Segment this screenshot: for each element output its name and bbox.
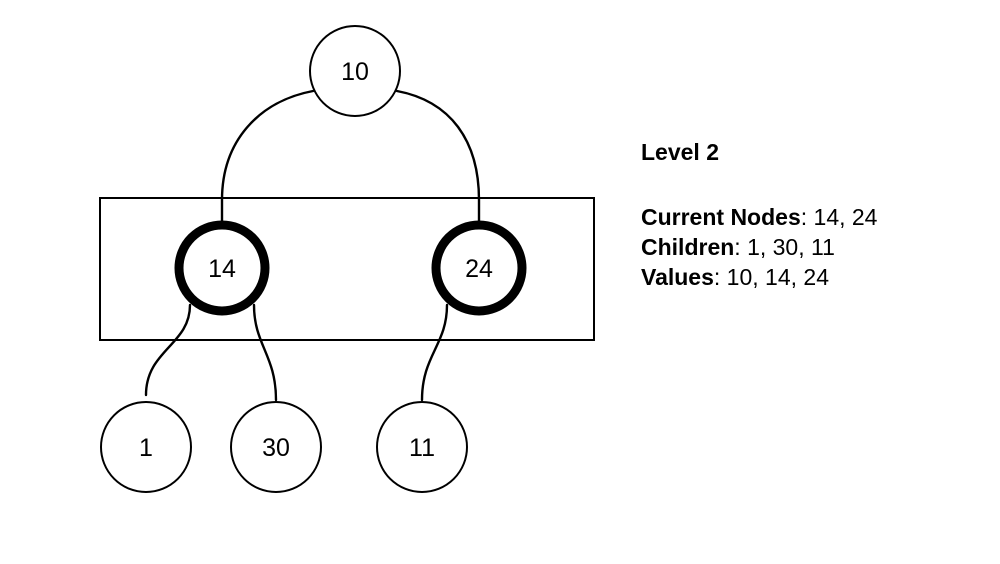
node-label: 11	[409, 434, 435, 462]
panel-heading: Level 2	[641, 139, 719, 165]
tree-node-24[interactable]: 24	[431, 220, 527, 316]
node-label: 24	[465, 255, 493, 283]
tree-edge-n14-to-n1	[144, 303, 192, 397]
panel-row-value: 14, 24	[813, 204, 878, 230]
level-highlight-box	[99, 197, 595, 341]
tree-node-30[interactable]: 30	[230, 401, 322, 493]
node-circle	[100, 401, 192, 493]
node-circle	[309, 25, 401, 117]
node-label: 10	[341, 58, 369, 86]
node-circle	[376, 401, 468, 493]
tree-edge-root-to-n24	[395, 89, 481, 224]
panel-row-separator: :	[800, 204, 814, 230]
tree-nodes-group: 10 14 24 1 30 11	[100, 25, 527, 493]
panel-row-label: Children	[641, 234, 735, 260]
tree-node-10[interactable]: 10	[309, 25, 401, 117]
tree-edge-root-to-n14	[220, 89, 315, 224]
node-label: 1	[139, 434, 153, 462]
node-label: 14	[208, 255, 236, 283]
node-circle-highlighted	[174, 220, 270, 316]
panel-row-separator: :	[713, 264, 727, 290]
panel-row-value: 10, 14, 24	[726, 264, 829, 290]
panel-row: Current Nodes: 14, 24	[641, 202, 991, 232]
level-highlight-box-group	[99, 197, 595, 341]
tree-node-11[interactable]: 11	[376, 401, 468, 493]
tree-edges-group	[144, 89, 481, 402]
panel-row-value: 1, 30, 11	[747, 234, 835, 260]
tree-node-1[interactable]: 1	[100, 401, 192, 493]
node-label: 30	[262, 434, 290, 462]
tree-edge-n14-to-n30	[252, 303, 278, 402]
node-circle	[230, 401, 322, 493]
tree-node-14[interactable]: 14	[174, 220, 270, 316]
panel-row-label: Values	[641, 264, 714, 290]
tree-edge-n24-to-n11	[420, 303, 449, 402]
node-circle-highlighted	[431, 220, 527, 316]
panel-row: Values: 10, 14, 24	[641, 262, 991, 292]
panel-row-separator: :	[734, 234, 748, 260]
panel-row: Children: 1, 30, 11	[641, 232, 991, 262]
panel-row-label: Current Nodes	[641, 204, 801, 230]
